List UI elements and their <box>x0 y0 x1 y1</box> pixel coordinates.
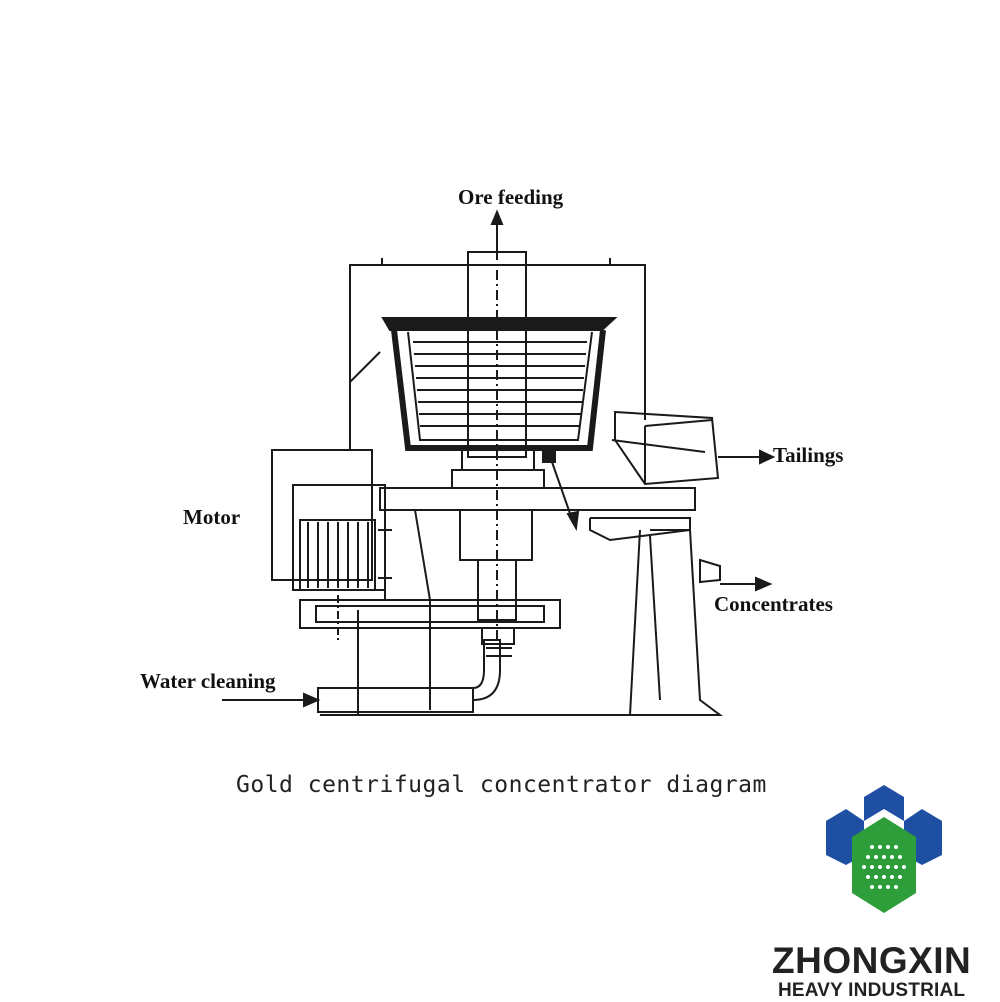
motor <box>271 449 392 640</box>
centrifugal-bowl <box>381 317 618 489</box>
label-water-cleaning: Water cleaning <box>140 669 276 693</box>
brand-subtitle: HEAVY INDUSTRIAL <box>778 980 966 1001</box>
diagram-caption: Gold centrifugal concentrator diagram <box>236 772 767 798</box>
label-concentrates: Concentrates <box>714 592 833 616</box>
frame <box>320 487 723 716</box>
zhongxin-logo-icon <box>826 785 942 913</box>
brand-name: ZHONGXIN <box>772 940 972 981</box>
concentrate-discharge <box>551 461 773 592</box>
ore-feed-arrow <box>490 209 504 250</box>
tailings-chute <box>611 410 776 486</box>
label-motor: Motor <box>183 505 241 529</box>
water-pipe <box>222 627 515 713</box>
belt-drive <box>299 599 561 629</box>
label-tailings: Tailings <box>773 443 844 467</box>
label-ore-feeding: Ore feeding <box>458 185 564 209</box>
